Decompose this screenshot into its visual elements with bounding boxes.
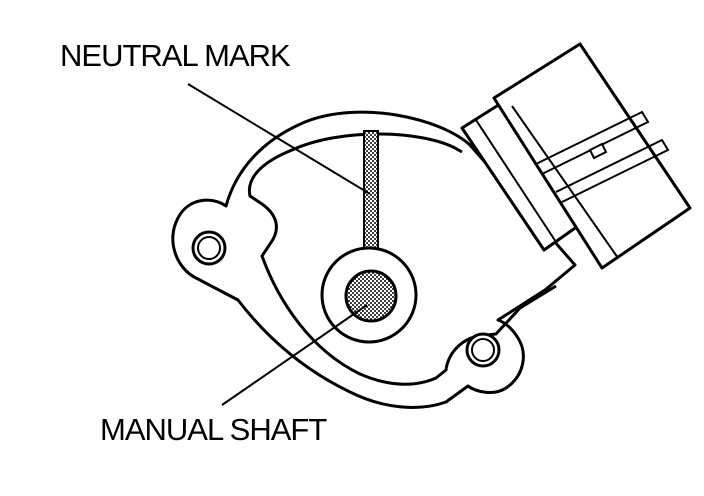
connector bbox=[460, 42, 692, 270]
neutral-mark-stripe bbox=[363, 130, 379, 260]
mounting-hole-left-inner bbox=[197, 236, 221, 260]
connector-latch bbox=[588, 142, 608, 160]
manual-shaft-leader-line bbox=[221, 304, 368, 406]
connector-rib-lower bbox=[555, 138, 670, 203]
manual-shaft bbox=[344, 269, 398, 323]
neutral-mark-leader-line bbox=[187, 83, 371, 195]
connector-flange-line bbox=[475, 119, 557, 243]
connector-edge-line bbox=[511, 105, 619, 259]
neutral-mark-label: NEUTRAL MARK bbox=[60, 38, 291, 73]
manual-shaft-label: MANUAL SHAFT bbox=[100, 412, 327, 447]
inner-contour bbox=[247, 132, 557, 386]
mounting-hole-right-inner bbox=[471, 338, 495, 362]
